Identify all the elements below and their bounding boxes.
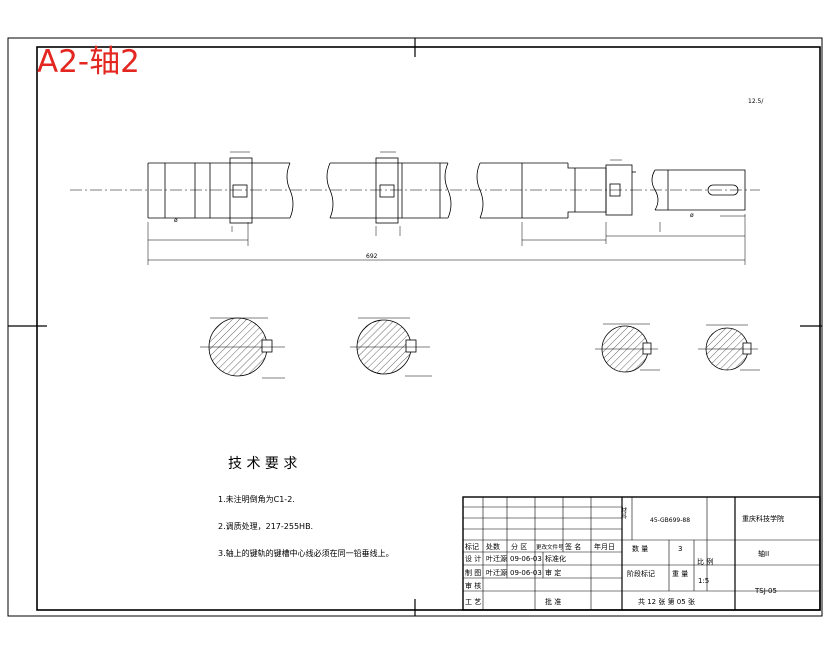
col-sign: 签 名 (565, 542, 581, 551)
phi-left-dim: ø (174, 217, 178, 224)
shaft-main-view (70, 157, 760, 224)
approve-label: 批 准 (545, 597, 561, 606)
tech-req-item-1: 1.未注明倒角为C1-2. (218, 494, 295, 504)
design-label: 设 计 (465, 554, 481, 563)
material-label: 材料 (620, 506, 627, 520)
scale-label: 比 例 (697, 557, 713, 566)
section-views (200, 317, 760, 379)
outer-frame (7, 37, 823, 617)
section-3 (595, 323, 660, 373)
section-1 (200, 317, 285, 379)
phi-right-dim: ø (690, 212, 694, 219)
col-count: 处数 (486, 542, 500, 551)
col-change-doc: 更改文件号 (536, 543, 564, 551)
part-name: 轴II (758, 549, 769, 558)
tech-req-title: 技 术 要 求 (228, 456, 297, 472)
std-label: 标准化 (545, 554, 566, 563)
roughness-mark: 12.5/ (748, 98, 764, 105)
process-label: 工 艺 (465, 598, 481, 606)
draw-name: 叶迁源 (486, 568, 507, 577)
drawing-number: TSJ-05 (754, 587, 777, 595)
title-block-text: 材料 45-GB699-88 重庆科技学院 轴II TSJ-05 数 量 3 阶… (465, 506, 784, 606)
tech-req-item-2: 2.调质处理，217-255HB. (218, 521, 313, 531)
col-date: 年月日 (594, 542, 615, 551)
review-label: 审 定 (545, 568, 561, 577)
school-name: 重庆科技学院 (742, 514, 784, 523)
col-zone: 分 区 (511, 542, 527, 551)
title-block (462, 496, 821, 611)
scale-value: 1:5 (698, 577, 709, 585)
qty-label: 数 量 (632, 544, 648, 553)
tech-req-item-3: 3.轴上的键轨的键槽中心线必须在同一铅垂线上。 (218, 548, 394, 558)
draw-label: 制 图 (465, 568, 481, 577)
dimension-lines (147, 151, 746, 265)
section-4 (698, 324, 760, 371)
check-label: 审 核 (465, 581, 481, 590)
centering-marks (8, 38, 822, 616)
drawing-label: A2-轴2 (37, 44, 140, 80)
stage-label: 阶段标记 (627, 569, 655, 578)
sheet-info: 共 12 张 第 05 张 (638, 597, 695, 606)
draw-date: 09-06-03 (510, 569, 542, 577)
col-mark: 标记 (465, 542, 479, 551)
overall-length-dim: 692 (366, 253, 378, 260)
design-date: 09-06-03 (510, 555, 542, 563)
inner-frame (36, 46, 821, 611)
design-name: 叶迁源 (486, 554, 507, 563)
weight-label: 重 量 (672, 570, 688, 578)
qty-value: 3 (678, 545, 682, 553)
section-2 (350, 317, 432, 377)
material-value: 45-GB699-88 (650, 517, 690, 524)
